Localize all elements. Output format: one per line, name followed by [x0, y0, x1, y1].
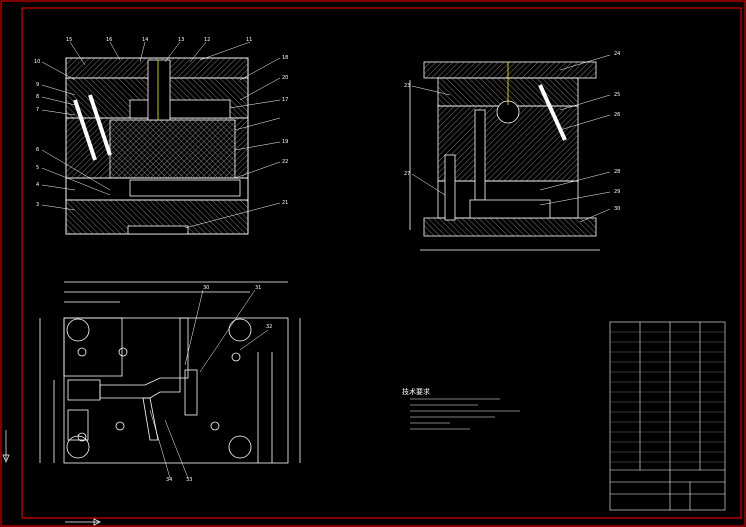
title-block-rows	[610, 331, 725, 463]
callout-11: 11	[246, 37, 252, 43]
callout-14: 14	[142, 37, 148, 43]
tech-requirements-title: 技术要求	[402, 387, 430, 396]
plan-view	[39, 281, 301, 464]
callout-25: 25	[614, 92, 620, 98]
side-section-view	[409, 61, 600, 251]
callout-12: 12	[204, 37, 210, 43]
callout-15: 15	[66, 37, 72, 43]
callout-13: 13	[178, 37, 184, 43]
callout-3: 3	[36, 202, 39, 208]
callout-10: 10	[34, 59, 40, 65]
callout-28: 28	[614, 169, 620, 175]
callout-31: 31	[255, 285, 261, 291]
front-section-view	[65, 57, 249, 235]
callout-24: 24	[614, 51, 620, 57]
callout-27: 27	[404, 171, 410, 177]
callout-17: 17	[282, 97, 288, 103]
plan-callout-labels: 30 31 32 33 34	[166, 285, 272, 483]
callout-33: 33	[186, 477, 192, 483]
callout-30: 30	[614, 206, 620, 212]
callout-32: 32	[266, 324, 272, 330]
callout-29: 29	[614, 189, 620, 195]
callout-5: 5	[36, 165, 39, 171]
callout-6: 6	[36, 147, 39, 153]
title-block	[609, 321, 726, 511]
callout-19: 19	[282, 139, 288, 145]
front-callout-labels: 15 16 14 13 12 11 10 9 8 7 6 5 4 3 18 20…	[34, 37, 288, 208]
callout-22: 22	[282, 159, 288, 165]
callout-8: 8	[36, 94, 39, 100]
callout-7: 7	[36, 107, 39, 113]
callout-4: 4	[36, 182, 39, 188]
side-callout-lines	[411, 54, 611, 223]
callout-30-plan: 30	[203, 285, 209, 291]
tech-requirements-lines	[410, 398, 520, 430]
callout-34: 34	[166, 477, 172, 483]
callout-26: 26	[614, 112, 620, 118]
plan-callout-lines	[149, 289, 269, 479]
callout-23: 23	[404, 83, 410, 89]
callout-18: 18	[282, 55, 288, 61]
ucs-icon	[2, 430, 101, 526]
callout-21: 21	[282, 200, 288, 206]
callout-16: 16	[106, 37, 112, 43]
side-callout-labels: 24 23 25 26 27 28 29 30	[404, 51, 620, 212]
callout-9: 9	[36, 82, 39, 88]
callout-20: 20	[282, 75, 288, 81]
inner-frame	[21, 7, 742, 519]
front-callout-lines	[41, 41, 281, 229]
